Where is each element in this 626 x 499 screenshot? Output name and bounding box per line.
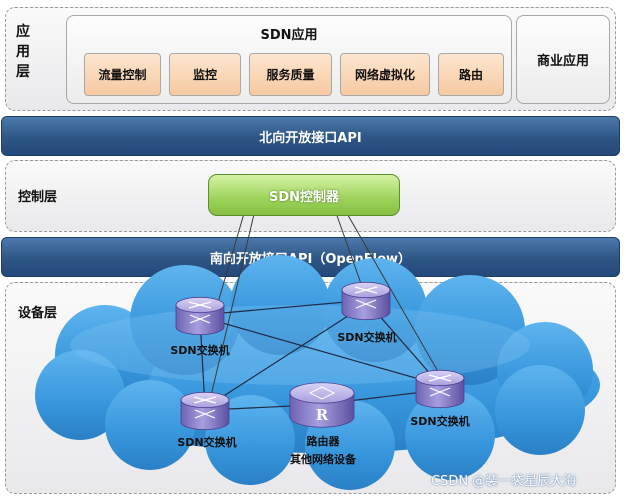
switch-icon (180, 391, 230, 431)
switch-label-4: SDN交换机 (177, 436, 237, 449)
router-sublabel: 其他网络设备 (290, 453, 356, 466)
switch-arrows-icon (193, 396, 217, 404)
sdn-apps-title: SDN应用 (260, 28, 318, 43)
router-icon: R (289, 382, 355, 428)
switch-arrows-icon (188, 301, 212, 309)
router-glyph: R (316, 406, 329, 424)
controller-links (209, 209, 441, 401)
router-label: 路由器 (306, 435, 340, 448)
switch-label-1: SDN交换机 (170, 344, 230, 357)
router-device: R (289, 382, 355, 428)
switch-icon (175, 296, 225, 336)
switch-arrows-icon (354, 286, 378, 294)
switch-icon (341, 281, 391, 321)
switch-icon (415, 369, 465, 409)
application-layer-label: 应用层 (16, 24, 30, 80)
watermark: CSDN @装一袋星辰大海 (431, 474, 577, 489)
app-item-qos: 服务质量 (249, 53, 332, 96)
control-layer-label: 控制层 (18, 190, 58, 205)
switch-label-2: SDN交换机 (337, 331, 397, 344)
switch-arrows-icon (428, 374, 452, 382)
app-item-network-virtualization: 网络虚拟化 (340, 53, 430, 96)
switch-label-3: SDN交换机 (410, 415, 470, 428)
app-item-monitoring: 监控 (169, 53, 241, 96)
sdn-switches (175, 281, 465, 431)
device-layer-label: 设备层 (18, 306, 58, 321)
sdn-controller: SDN控制器 (208, 174, 400, 216)
business-app-box: 商业应用 (516, 15, 610, 104)
business-app-label: 商业应用 (536, 54, 589, 69)
app-item-routing: 路由 (438, 53, 504, 96)
app-item-traffic-control: 流量控制 (84, 53, 161, 96)
northbound-api-band: 北向开放接口API (1, 116, 620, 156)
